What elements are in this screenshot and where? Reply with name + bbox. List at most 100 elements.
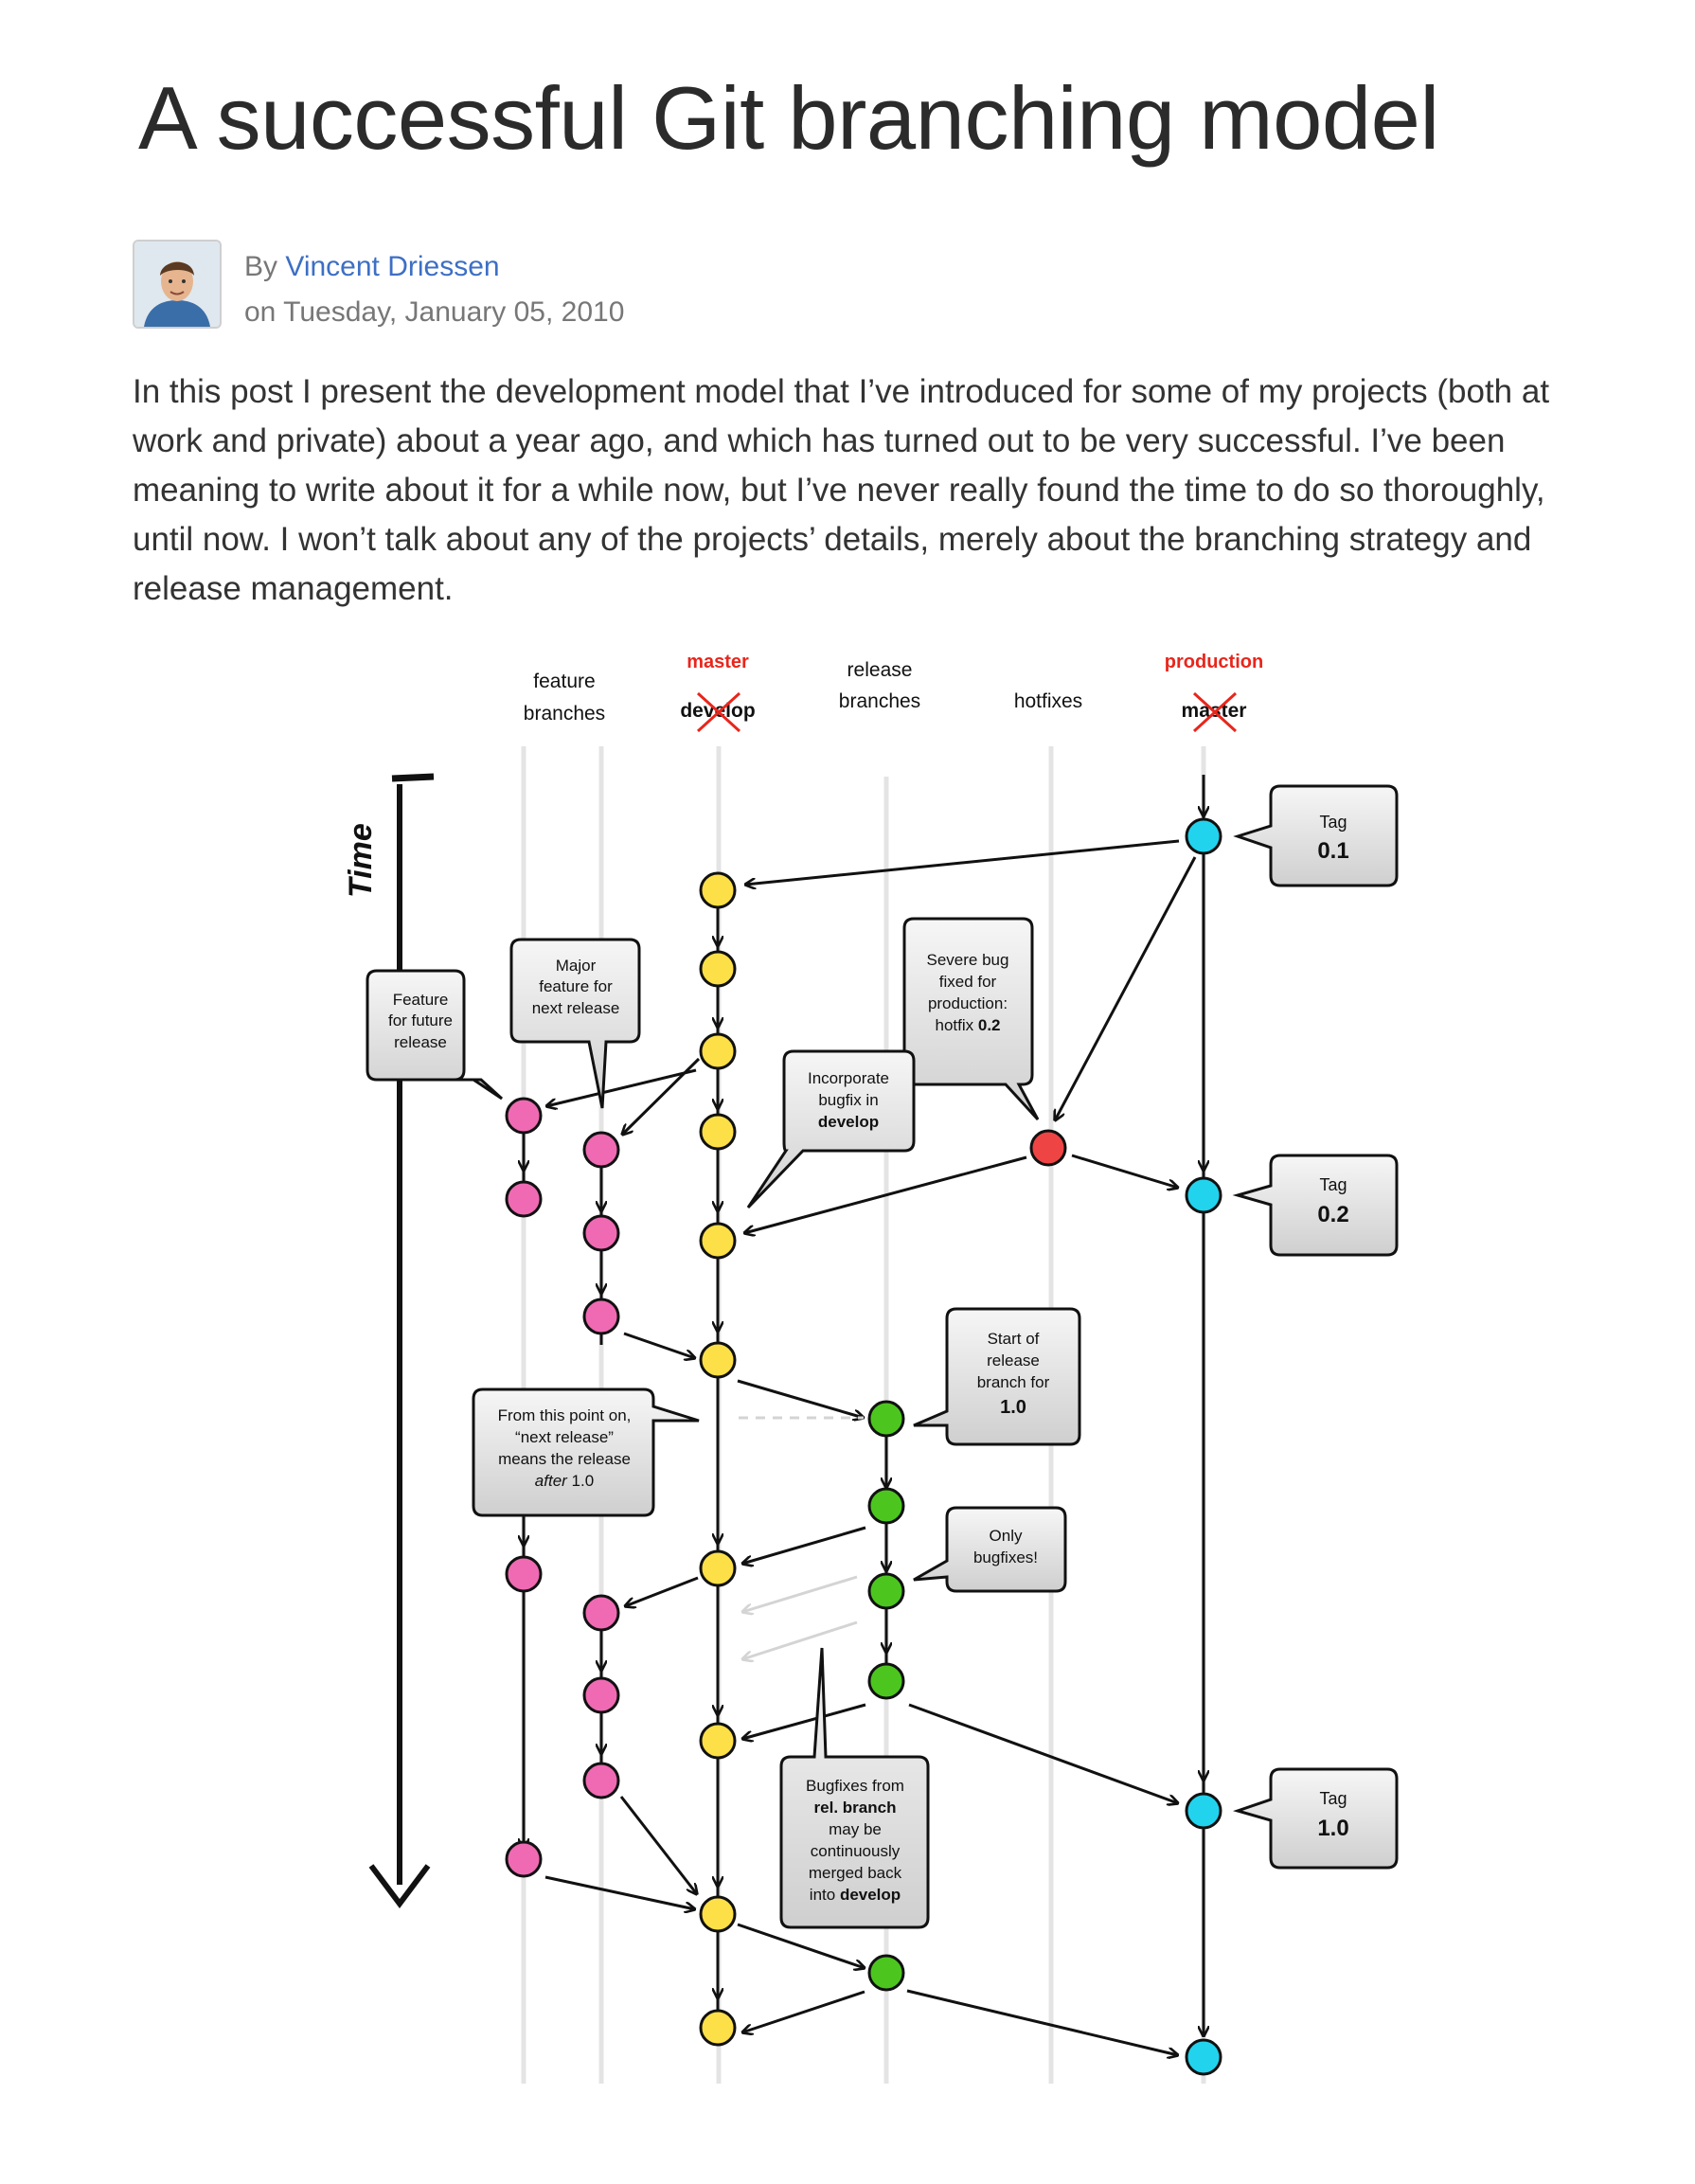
master-commit (1185, 1176, 1222, 1214)
callout-only-bugfixes: Only bugfixes! (913, 1506, 1067, 1593)
develop-commit (699, 1895, 737, 1933)
develop-commit (699, 1222, 737, 1260)
col-release-2: branches (839, 690, 920, 712)
svg-text:Feature: Feature (393, 991, 449, 1009)
feature-commit (582, 1131, 620, 1169)
svg-text:0.2: 0.2 (1317, 1202, 1348, 1227)
master-commit (1185, 817, 1222, 855)
commits (505, 817, 1222, 2076)
feature-commit (505, 1840, 543, 1878)
svg-text:Severe bug: Severe bug (927, 951, 1009, 969)
col-feature-2: branches (524, 703, 605, 725)
svg-text:Tag: Tag (1319, 813, 1347, 832)
by-prefix: By (244, 251, 278, 282)
byline: By Vincent Driessen on Tuesday, January … (244, 244, 624, 335)
hotfix-commit (1029, 1129, 1067, 1167)
callout-tag-1-0: Tag 1.0 (1232, 1767, 1399, 1870)
develop-commit (699, 1341, 737, 1379)
svg-text:release: release (987, 1352, 1040, 1369)
svg-text:Major: Major (556, 957, 597, 975)
svg-text:“next release”: “next release” (515, 1428, 614, 1446)
svg-text:branch for: branch for (977, 1373, 1050, 1391)
svg-text:release: release (394, 1033, 447, 1051)
callout-start-release: Start of release branch for 1.0 (913, 1307, 1081, 1446)
col-hotfixes: hotfixes (1014, 690, 1082, 712)
time-axis: Time (343, 773, 435, 1908)
svg-text:for future: for future (388, 1011, 453, 1029)
svg-text:feature for: feature for (539, 977, 613, 995)
avatar-portrait (134, 242, 220, 327)
develop-commit (699, 1722, 737, 1760)
release-commit (867, 1487, 905, 1525)
svg-text:after 1.0: after 1.0 (535, 1472, 594, 1490)
svg-text:merged back: merged back (809, 1864, 902, 1882)
feature-commit (582, 1762, 620, 1799)
svg-text:bugfix in: bugfix in (818, 1091, 878, 1109)
svg-text:continuously: continuously (811, 1842, 901, 1860)
strike-master-icon (1192, 691, 1238, 733)
callout-tag-0-2: Tag 0.2 (1232, 1154, 1399, 1257)
develop-commit (699, 1113, 737, 1151)
commit-arrows (524, 775, 1204, 2055)
release-commit (867, 1400, 905, 1438)
develop-commit (699, 950, 737, 988)
svg-text:Tag: Tag (1319, 1175, 1347, 1194)
svg-text:0.1: 0.1 (1317, 838, 1348, 864)
svg-text:rel. branch: rel. branch (814, 1799, 897, 1817)
ghost-arrows (739, 1416, 864, 1659)
col-release-1: release (848, 659, 913, 681)
callout-incorporate: Incorporate bugfix in develop (746, 1049, 916, 1209)
column-headers: feature branches master develop release … (524, 652, 1263, 733)
svg-text:means the release: means the release (498, 1450, 631, 1468)
svg-text:production:: production: (928, 994, 1008, 1012)
strike-develop-icon (696, 691, 741, 733)
svg-text:may be: may be (829, 1820, 882, 1838)
post-date: on Tuesday, January 05, 2010 (244, 296, 625, 328)
master-commit (1185, 2038, 1222, 2076)
svg-text:develop: develop (818, 1113, 879, 1131)
svg-text:bugfixes!: bugfixes! (973, 1548, 1038, 1566)
callout-major-feature: Major feature for next release (509, 938, 641, 1109)
svg-text:Tag: Tag (1319, 1789, 1347, 1808)
callout-tag-0-1: Tag 0.1 (1233, 784, 1399, 887)
develop-commit (699, 2009, 737, 2047)
svg-text:1.0: 1.0 (1317, 1816, 1348, 1841)
svg-text:hotfix 0.2: hotfix 0.2 (936, 1016, 1001, 1034)
callout-bugfixes-from: Bugfixes from rel. branch may be continu… (779, 1647, 930, 1929)
release-commit (867, 1572, 905, 1610)
feature-commit (582, 1676, 620, 1714)
callouts: Tag 0.1 Tag 0.2 Tag 1.0 Feature for futu… (366, 784, 1399, 1929)
develop-commit (699, 871, 737, 909)
feature-commit (505, 1097, 543, 1135)
time-label: Time (343, 823, 379, 898)
release-commit (867, 1662, 905, 1700)
feature-commit (505, 1555, 543, 1593)
feature-commit (582, 1594, 620, 1632)
callout-feature-future: Feature for future release (366, 969, 504, 1101)
col-feature-1: feature (533, 671, 595, 692)
feature-commit (505, 1180, 543, 1218)
author-avatar[interactable] (133, 240, 222, 329)
callout-from-this-point: From this point on, “next release” means… (472, 1387, 700, 1517)
svg-text:next release: next release (532, 999, 620, 1017)
svg-text:Only: Only (990, 1527, 1023, 1545)
develop-commit (699, 1032, 737, 1070)
feature-commit (582, 1214, 620, 1252)
develop-commit (699, 1549, 737, 1587)
feature-commit (582, 1298, 620, 1335)
master-commit (1185, 1792, 1222, 1830)
svg-text:fixed for: fixed for (939, 973, 997, 991)
svg-text:From this point on,: From this point on, (498, 1406, 632, 1424)
author-link[interactable]: Vincent Driessen (285, 251, 500, 282)
page-title: A successful Git branching model (138, 68, 1439, 168)
col-master-new: master (687, 652, 749, 672)
svg-text:1.0: 1.0 (1000, 1397, 1026, 1418)
col-production-new: production (1165, 652, 1263, 672)
release-commit (867, 1954, 905, 1992)
callout-severe-bug: Severe bug fixed for production: hotfix … (902, 917, 1040, 1121)
svg-text:Start of: Start of (988, 1330, 1040, 1348)
svg-text:Incorporate: Incorporate (808, 1069, 889, 1087)
svg-text:Bugfixes from: Bugfixes from (806, 1777, 904, 1795)
svg-text:into develop: into develop (810, 1886, 901, 1904)
